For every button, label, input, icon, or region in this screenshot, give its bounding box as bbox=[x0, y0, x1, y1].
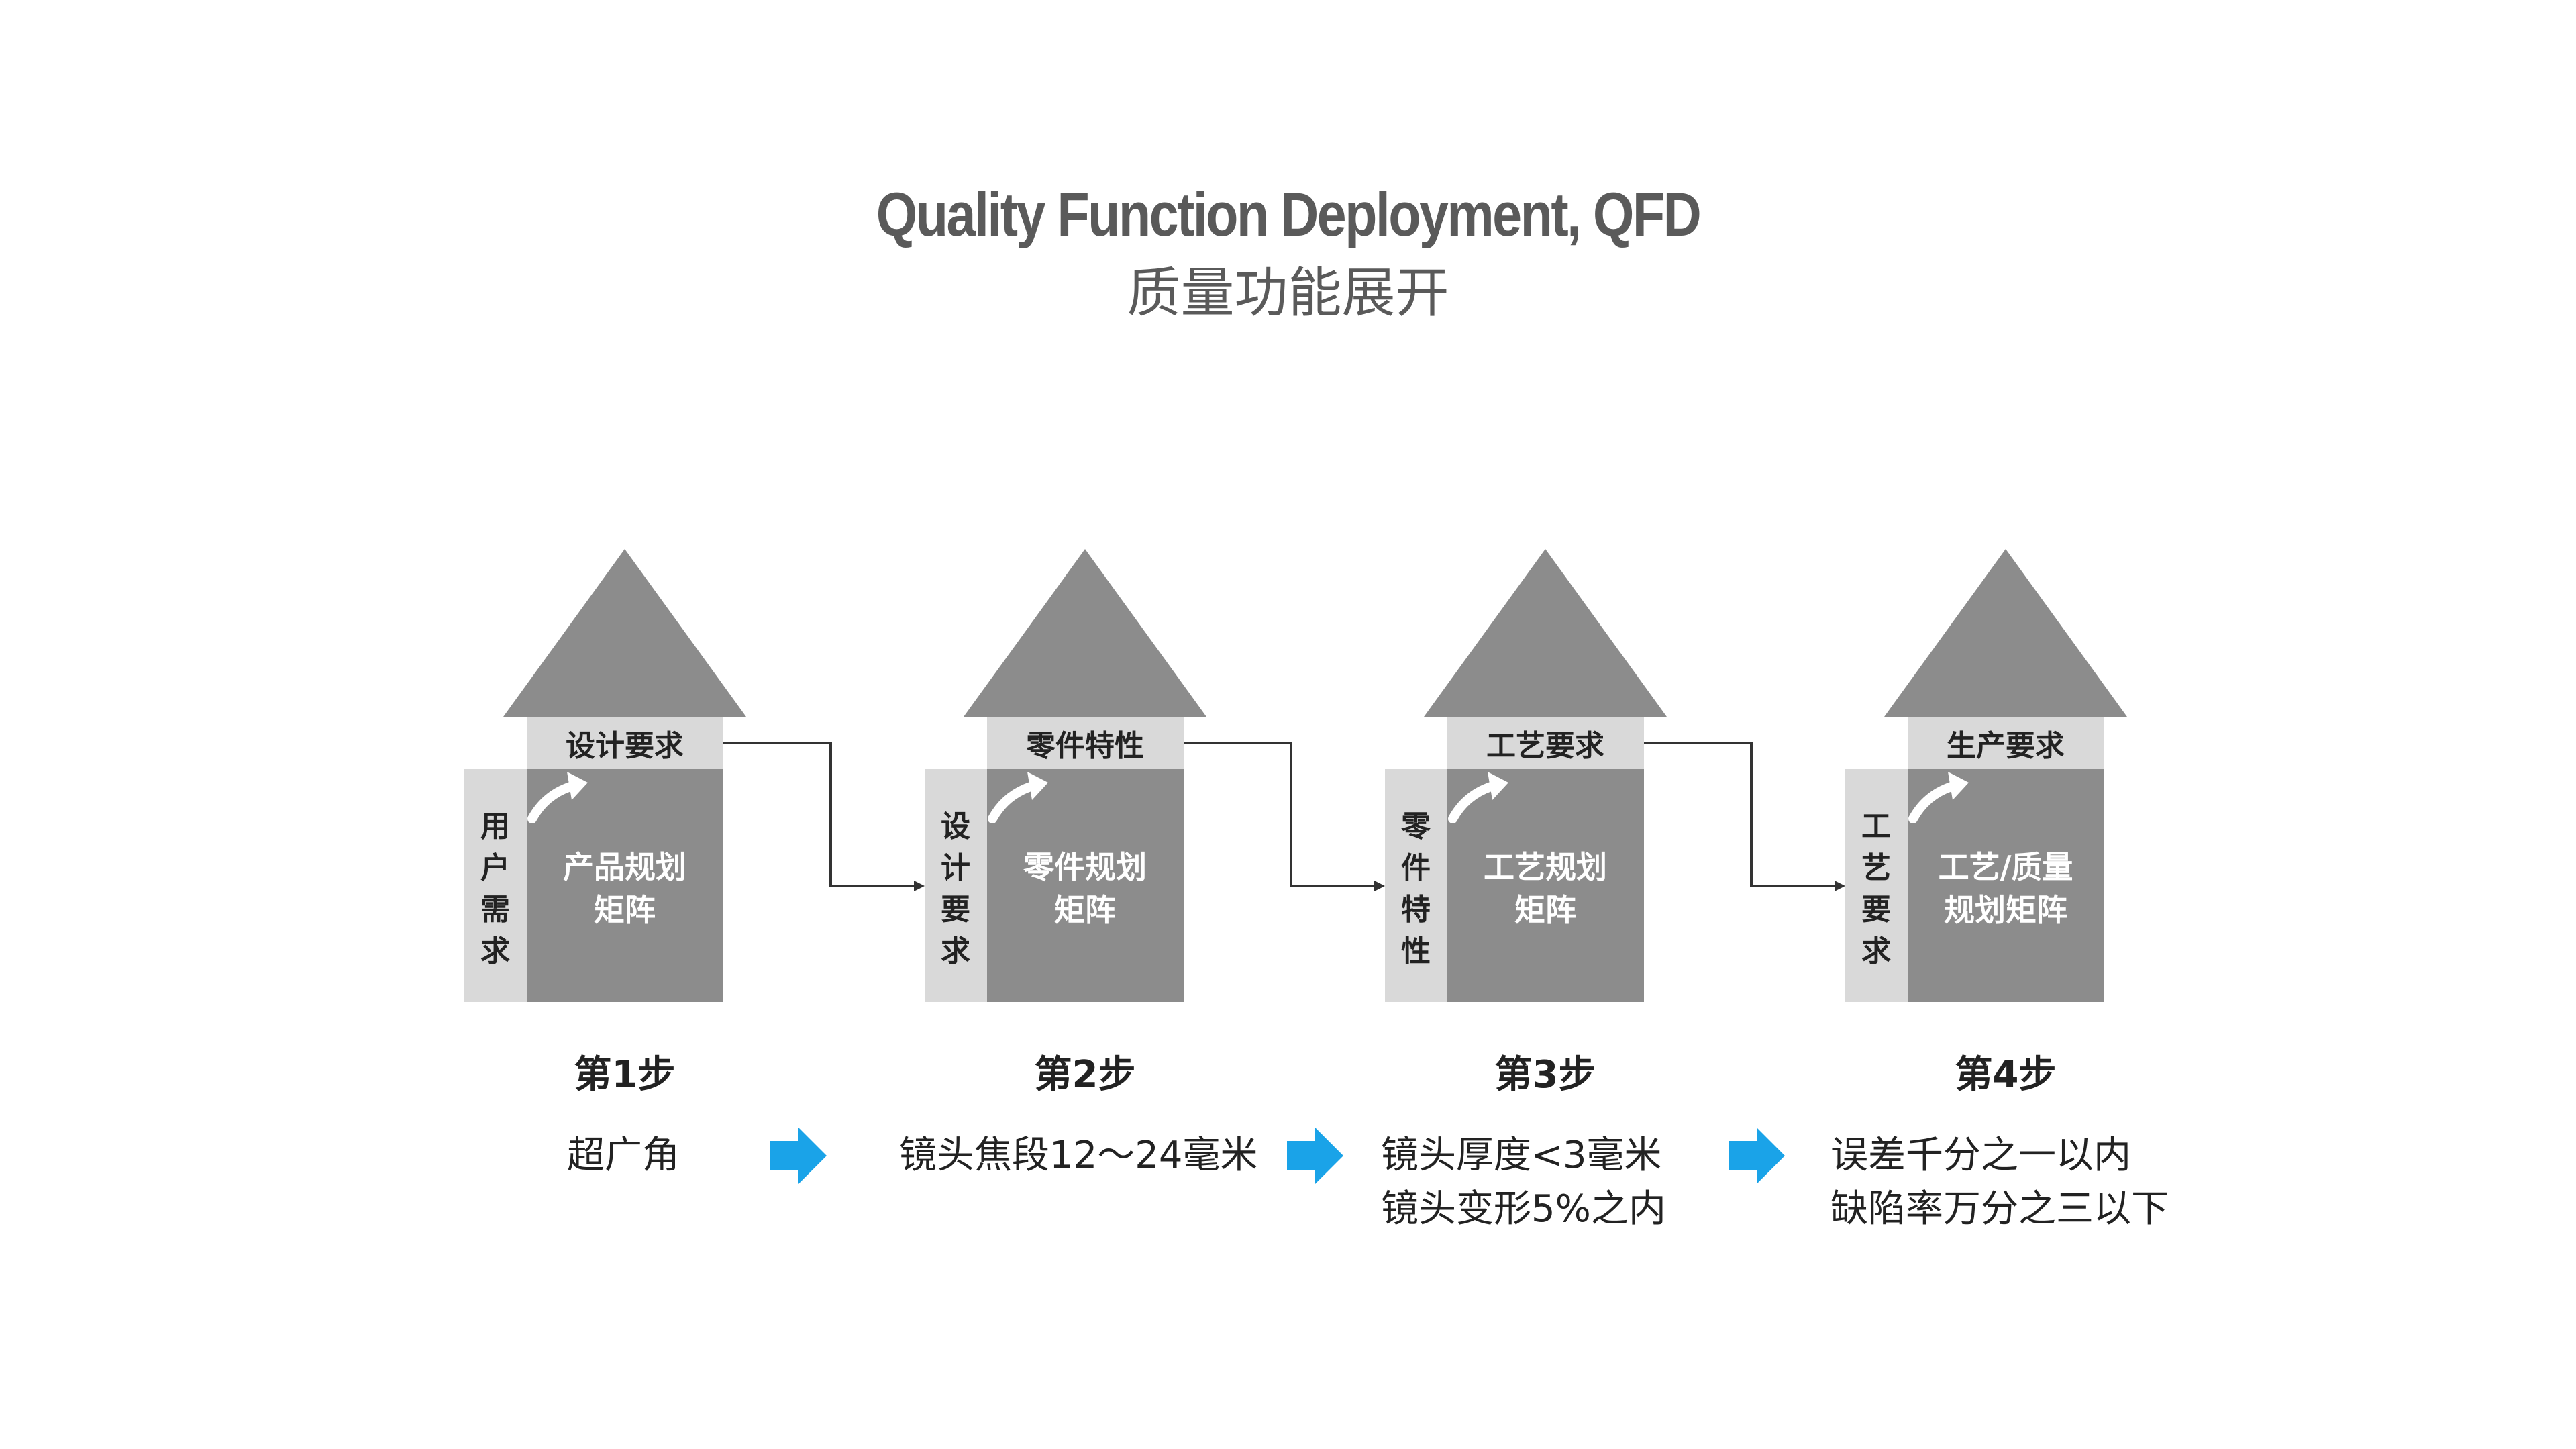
stage-description: 镜头厚度<3毫米镜头变形5%之内 bbox=[1381, 1129, 1666, 1236]
header-label: 零件特性 bbox=[1026, 729, 1144, 763]
connector-line bbox=[1644, 742, 1837, 887]
curved-arrow-head-icon bbox=[1488, 772, 1508, 800]
curved-arrow-icon bbox=[527, 782, 575, 823]
stage-description-line: 镜头变形5%之内 bbox=[1381, 1187, 1666, 1231]
side-label-char: 求 bbox=[1861, 934, 1891, 968]
matrix-label-line2: 规划矩阵 bbox=[1944, 892, 2067, 928]
stage-description: 误差千分之一以内缺陷率万分之三以下 bbox=[1831, 1129, 2169, 1236]
side-label-char: 需 bbox=[480, 893, 510, 927]
matrix-body bbox=[1908, 769, 2104, 1002]
side-label-char: 用 bbox=[480, 809, 510, 844]
curved-arrow-head-icon bbox=[1027, 772, 1048, 800]
header-label: 工艺要求 bbox=[1486, 729, 1604, 763]
stage-description-line: 镜头焦段12～24毫米 bbox=[899, 1134, 1258, 1177]
matrix-label-line1: 工艺规划 bbox=[1484, 849, 1607, 885]
header-label: 设计要求 bbox=[566, 729, 684, 763]
matrix-label-line2: 矩阵 bbox=[1054, 892, 1116, 928]
roof-triangle bbox=[964, 549, 1206, 717]
side-label-char: 求 bbox=[941, 934, 970, 968]
step-label: 第4步 bbox=[1955, 1053, 2057, 1097]
curved-arrow-icon bbox=[1448, 782, 1496, 823]
curved-arrow-icon bbox=[988, 782, 1035, 823]
side-column bbox=[1845, 769, 1908, 1002]
title-english: Quality Function Deployment, QFD bbox=[876, 181, 1702, 249]
title-chinese: 质量功能展开 bbox=[1127, 262, 1449, 324]
side-label-char: 艺 bbox=[1861, 851, 1891, 885]
header-label: 生产要求 bbox=[1947, 729, 2065, 763]
side-label-char: 要 bbox=[941, 893, 970, 927]
step-label: 第2步 bbox=[1034, 1053, 1136, 1097]
side-label-char: 设 bbox=[941, 809, 970, 844]
matrix-label-line2: 矩阵 bbox=[594, 892, 656, 928]
side-label-char: 要 bbox=[1861, 893, 1891, 927]
matrix-label-line1: 产品规划 bbox=[563, 849, 686, 885]
matrix-label-line2: 矩阵 bbox=[1514, 892, 1576, 928]
header-strip bbox=[1447, 717, 1644, 769]
connector-arrowhead bbox=[914, 881, 925, 891]
matrix-body bbox=[987, 769, 1184, 1002]
side-label-char: 特 bbox=[1401, 893, 1431, 927]
stage-description-line: 镜头厚度<3毫米 bbox=[1381, 1134, 1662, 1177]
roof-triangle bbox=[1884, 549, 2127, 717]
matrix-body bbox=[527, 769, 723, 1002]
right-arrow-icon bbox=[1729, 1128, 1785, 1184]
curved-arrow-icon bbox=[1908, 782, 1956, 823]
side-label-char: 零 bbox=[1401, 809, 1431, 844]
side-column bbox=[925, 769, 987, 1002]
curved-arrow-head-icon bbox=[567, 772, 588, 800]
header-strip bbox=[1908, 717, 2104, 769]
stage-description-line: 误差千分之一以内 bbox=[1831, 1134, 2131, 1177]
side-label-char: 计 bbox=[941, 851, 970, 885]
side-label-char: 工 bbox=[1861, 809, 1891, 844]
roof-triangle bbox=[503, 549, 746, 717]
right-arrow-icon bbox=[770, 1128, 827, 1184]
side-label-char: 户 bbox=[480, 851, 510, 885]
side-label-char: 件 bbox=[1401, 851, 1431, 885]
roof-triangle bbox=[1424, 549, 1667, 717]
connector-arrowhead bbox=[1835, 881, 1845, 891]
stage-description: 镜头焦段12～24毫米 bbox=[899, 1129, 1258, 1183]
step-label: 第3步 bbox=[1494, 1053, 1596, 1097]
side-label-char: 求 bbox=[480, 934, 510, 968]
connector-line bbox=[723, 742, 917, 887]
side-label-char: 性 bbox=[1401, 934, 1431, 968]
side-column bbox=[464, 769, 527, 1002]
connector-line bbox=[1184, 742, 1377, 887]
stage-description-line: 超广角 bbox=[567, 1134, 680, 1177]
header-strip bbox=[987, 717, 1184, 769]
stage-description-line: 缺陷率万分之三以下 bbox=[1831, 1187, 2169, 1231]
matrix-label-line1: 工艺/质量 bbox=[1939, 849, 2073, 885]
stage-description: 超广角 bbox=[567, 1129, 680, 1183]
right-arrow-icon bbox=[1287, 1128, 1343, 1184]
header-strip bbox=[527, 717, 723, 769]
side-column bbox=[1385, 769, 1447, 1002]
curved-arrow-head-icon bbox=[1948, 772, 1969, 800]
matrix-body bbox=[1447, 769, 1644, 1002]
connector-arrowhead bbox=[1374, 881, 1385, 891]
matrix-label-line1: 零件规划 bbox=[1023, 849, 1147, 885]
step-label: 第1步 bbox=[574, 1053, 676, 1097]
